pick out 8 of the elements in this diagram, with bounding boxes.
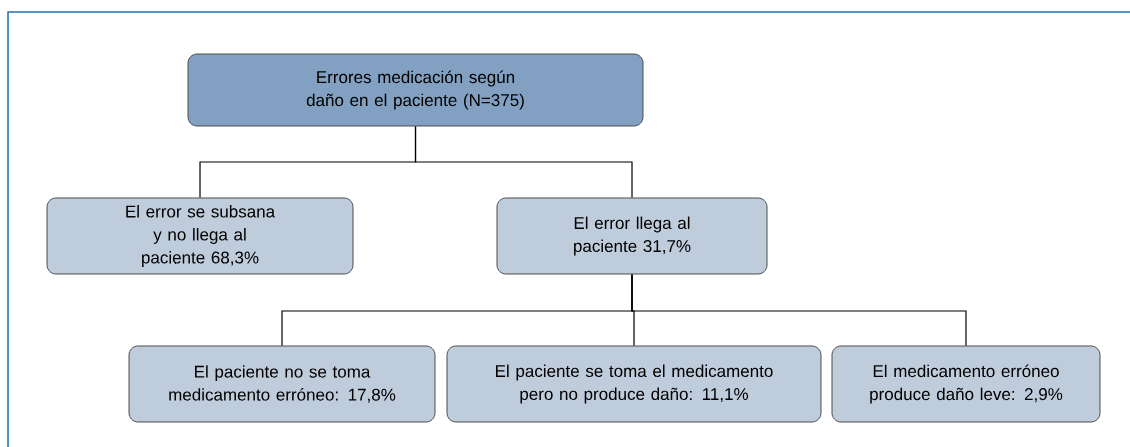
box: El medicamento erróneo produce daño leve: 2,9% bbox=[831, 345, 1101, 423]
box: El error llega al paciente 31,7% bbox=[496, 197, 768, 275]
box: El error se subsana y no llega al paciente 68,3% bbox=[46, 197, 354, 275]
box: Errores medicación según daño en el paciente (N=375) bbox=[187, 53, 644, 127]
connector-line bbox=[631, 273, 967, 347]
box: El paciente se toma el medicamento pero no produce daño: 11,1% bbox=[446, 345, 822, 423]
connector-line bbox=[414, 125, 633, 199]
box: El paciente no se toma medicamento erróneo: 17,8% bbox=[128, 345, 436, 423]
